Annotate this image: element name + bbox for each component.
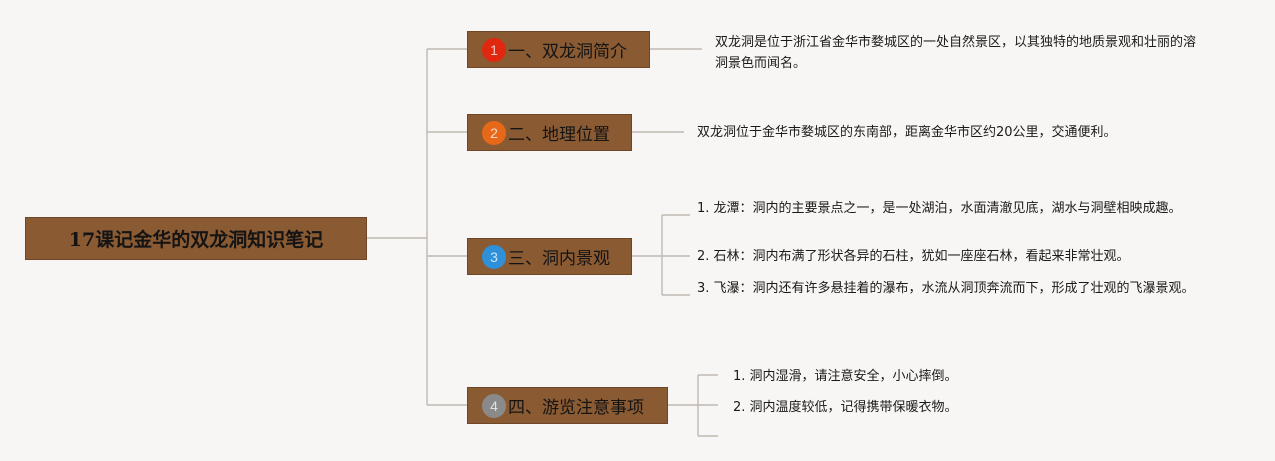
branch-node-intro[interactable]: 1 一、双龙洞简介 (467, 31, 650, 68)
root-title: 17课记金华的双龙洞知识笔记 (68, 229, 324, 251)
number-badge-icon: 2 (482, 120, 506, 145)
leaf-notes-1: 1. 洞内湿滑，请注意安全，小心摔倒。 (733, 369, 958, 384)
branch-node-scenery[interactable]: 3 三、洞内景观 (467, 238, 632, 275)
leaf-notes-2: 2. 洞内温度较低，记得携带保暖衣物。 (733, 400, 958, 415)
branch-node-notes[interactable]: 4 四、游览注意事项 (467, 387, 668, 424)
branch-label: 三、洞内景观 (508, 249, 610, 269)
leaf-scenery-3: 3. 飞瀑：洞内还有许多悬挂着的瀑布，水流从洞顶奔流而下，形成了壮观的飞瀑景观。 (697, 281, 1195, 296)
number-badge-icon: 1 (482, 37, 506, 62)
branch-label: 一、双龙洞简介 (508, 42, 627, 62)
branch-label: 二、地理位置 (508, 125, 610, 145)
leaf-location: 双龙洞位于金华市婺城区的东南部，距离金华市区约20公里，交通便利。 (697, 125, 1117, 140)
number-badge-icon: 3 (482, 244, 506, 269)
leaf-scenery-1: 1. 龙潭：洞内的主要景点之一，是一处湖泊，水面清澈见底，湖水与洞壁相映成趣。 (697, 201, 1182, 216)
leaf-intro: 双龙洞是位于浙江省金华市婺城区的一处自然景区，以其独特的地质景观和壮丽的溶洞景色… (715, 35, 1197, 71)
leaf-scenery-2: 2. 石林：洞内布满了形状各异的石柱，犹如一座座石林，看起来非常壮观。 (697, 249, 1130, 264)
root-node[interactable]: 17课记金华的双龙洞知识笔记 (25, 217, 367, 260)
branch-node-location[interactable]: 2 二、地理位置 (467, 114, 632, 151)
branch-label: 四、游览注意事项 (508, 398, 644, 418)
number-badge-icon: 4 (482, 393, 506, 418)
